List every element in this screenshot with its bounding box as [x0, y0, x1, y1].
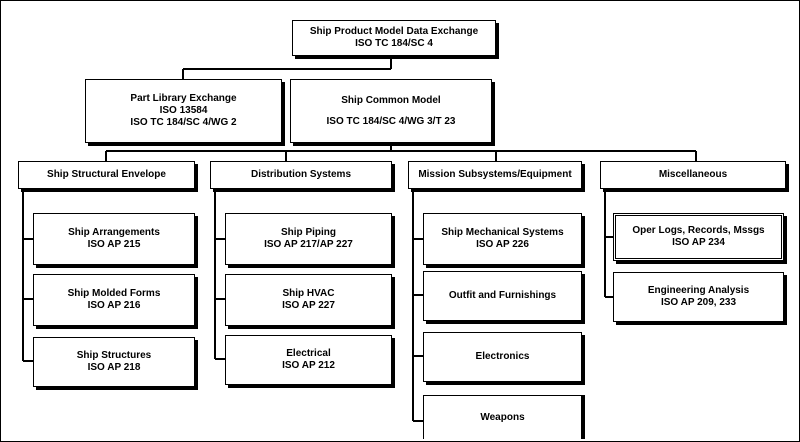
list-item: Ship Structures ISO AP 218 — [33, 337, 195, 387]
item-standard: ISO AP 216 — [87, 300, 141, 311]
item-title: Weapons — [480, 411, 525, 423]
list-item: Weapons — [423, 395, 582, 439]
list-item: Outfit and Furnishings — [423, 271, 582, 321]
list-item: Ship Molded Forms ISO AP 216 — [33, 274, 195, 326]
part-library-org: ISO TC 184/SC 4/WG 2 — [130, 117, 237, 128]
item-standard: ISO AP 209, 233 — [660, 297, 737, 308]
category-label: Mission Subsystems/Equipment — [418, 169, 572, 180]
list-item: Ship Arrangements ISO AP 215 — [33, 213, 195, 265]
root-org: ISO TC 184/SC 4 — [355, 38, 433, 49]
category-label: Miscellaneous — [658, 169, 728, 180]
root-title: Ship Product Model Data Exchange — [309, 26, 479, 37]
list-item: Electrical ISO AP 212 — [225, 335, 392, 385]
list-item: Ship Piping ISO AP 217/AP 227 — [225, 213, 392, 265]
common-model-org: ISO TC 184/SC 4/WG 3/T 23 — [326, 115, 456, 127]
item-title: Engineering Analysis — [647, 285, 750, 296]
item-standard: ISO AP 212 — [282, 360, 335, 371]
list-item: Oper Logs, Records, Mssgs ISO AP 234 — [613, 213, 784, 261]
list-item: Electronics — [423, 332, 582, 382]
common-model-box: Ship Common Model ISO TC 184/SC 4/WG 3/T… — [290, 79, 492, 143]
item-standard: ISO AP 227 — [282, 300, 335, 311]
item-title: Ship Piping — [281, 227, 336, 238]
root-box: Ship Product Model Data Exchange ISO TC … — [292, 20, 496, 56]
item-title: Electronics — [475, 351, 530, 362]
category-label: Distribution Systems — [250, 169, 352, 180]
item-standard: ISO AP 217/AP 227 — [264, 239, 353, 250]
category-header: Ship Structural Envelope — [18, 161, 195, 189]
list-item: Ship HVAC ISO AP 227 — [225, 274, 392, 326]
part-library-title: Part Library Exchange — [130, 93, 237, 104]
category-header: Miscellaneous — [600, 161, 786, 189]
item-title: Ship Mechanical Systems — [441, 227, 564, 238]
item-title: Ship Molded Forms — [67, 288, 161, 299]
item-standard: ISO AP 215 — [87, 239, 141, 250]
item-standard: ISO AP 218 — [87, 362, 141, 373]
item-title: Ship Structures — [76, 350, 152, 361]
list-item: Engineering Analysis ISO AP 209, 233 — [613, 272, 784, 322]
common-model-title: Ship Common Model — [341, 94, 441, 106]
item-title: Oper Logs, Records, Mssgs — [632, 225, 765, 236]
category-header: Mission Subsystems/Equipment — [408, 161, 582, 189]
part-library-box: Part Library Exchange ISO 13584 ISO TC 1… — [85, 79, 282, 143]
item-standard: ISO AP 226 — [476, 239, 529, 250]
item-title: Ship HVAC — [282, 288, 335, 299]
category-label: Ship Structural Envelope — [47, 169, 166, 180]
item-title: Outfit and Furnishings — [448, 290, 557, 301]
list-item: Ship Mechanical Systems ISO AP 226 — [423, 213, 582, 265]
item-title: Ship Arrangements — [68, 227, 160, 238]
item-standard: ISO AP 234 — [672, 237, 725, 248]
item-title: Electrical — [286, 348, 331, 359]
part-library-standard: ISO 13584 — [159, 105, 208, 116]
category-header: Distribution Systems — [210, 161, 392, 189]
